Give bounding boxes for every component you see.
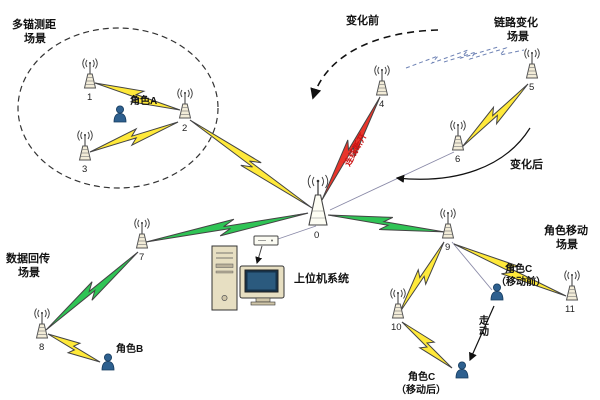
- antenna-icon-10: [390, 288, 406, 319]
- host-computer: [211, 225, 317, 311]
- node-3-label: 3: [82, 164, 87, 175]
- node-2-label: 2: [182, 123, 187, 134]
- bolt-9-10: [393, 237, 451, 317]
- role-c-pre-label-line1: 角色C: [505, 262, 532, 275]
- after-change-arrow: [395, 127, 531, 183]
- bolt-5-6: [456, 78, 534, 153]
- node-11-label: 11: [565, 304, 575, 315]
- bolt-8-roleb: [44, 327, 104, 369]
- antenna-icon-5: [524, 48, 540, 79]
- role-a-label: 角色A: [130, 94, 157, 107]
- node-0-label: 0: [314, 230, 319, 241]
- antenna-icon-2: [177, 88, 193, 119]
- bolt-7-0: [143, 205, 311, 250]
- link-wires: [45, 82, 567, 369]
- bolt-10-rolec: [396, 316, 458, 374]
- node-number-labels: 0 1 2 3 4 5 6 7 8 9 10 11: [39, 82, 575, 353]
- walk-label: 走动: [477, 314, 490, 337]
- scene-data-return-label-line2: 场景: [18, 265, 40, 279]
- node-1-label: 1: [87, 92, 92, 103]
- antenna-icon-8: [34, 308, 50, 339]
- scene-role-move-label-line2: 场景: [556, 237, 578, 251]
- bolt-0-9: [326, 207, 446, 240]
- host-system-label: 上位机系统: [294, 271, 349, 285]
- node-7-label: 7: [139, 252, 144, 263]
- node-5-label: 5: [529, 82, 534, 93]
- bolt-3-2: [87, 114, 181, 160]
- bolt-7-8: [40, 246, 144, 336]
- role-b-label: 角色B: [116, 342, 143, 355]
- multi-anchor-scene-ellipse: [17, 27, 219, 189]
- antenna-icon-7: [134, 218, 150, 249]
- scene-data-return-label-line1: 数据回传: [6, 251, 50, 265]
- scene-role-move-label-line1: 角色移动: [544, 223, 588, 237]
- node-6-label: 6: [455, 154, 460, 165]
- scene-link-change-label-line1: 链路变化: [494, 15, 538, 29]
- before-change-label: 变化前: [346, 13, 379, 27]
- antenna-icon-1: [82, 58, 98, 89]
- node-9-label: 9: [445, 242, 450, 253]
- walk-arrow: [469, 305, 495, 362]
- role-c-post-label-line1: 角色C: [408, 370, 435, 383]
- dashed-sketch-lightning: [405, 46, 525, 69]
- role-c-pre-label-line2: （移动前）: [496, 275, 546, 288]
- person-icon-role-a: [113, 105, 127, 123]
- role-c-post-label-line2: （移动后）: [396, 383, 446, 396]
- antenna-icon-9: [440, 208, 456, 239]
- after-change-label: 变化后: [510, 157, 543, 171]
- scene-multi-anchor-label-line1: 多锚测距: [12, 17, 56, 31]
- before-change-arrow: [310, 29, 439, 100]
- bolt-2-0: [185, 113, 317, 215]
- antenna-icon-3: [77, 130, 93, 161]
- antenna-icon-0: [307, 174, 329, 226]
- computer-tower-icon: [211, 245, 238, 311]
- computer-monitor-icon: [239, 265, 285, 306]
- node-4-label: 4: [379, 99, 384, 110]
- person-icon-role-b: [101, 353, 115, 371]
- antenna-icon-4: [374, 65, 390, 96]
- node-8-label: 8: [39, 342, 44, 353]
- scene-link-change-label-line2: 场景: [507, 29, 529, 43]
- scene-multi-anchor-label-line2: 场景: [24, 31, 46, 45]
- antenna-icon-11: [564, 270, 580, 301]
- node-10-label: 10: [391, 322, 402, 333]
- person-icon-role-c-post: [455, 361, 469, 379]
